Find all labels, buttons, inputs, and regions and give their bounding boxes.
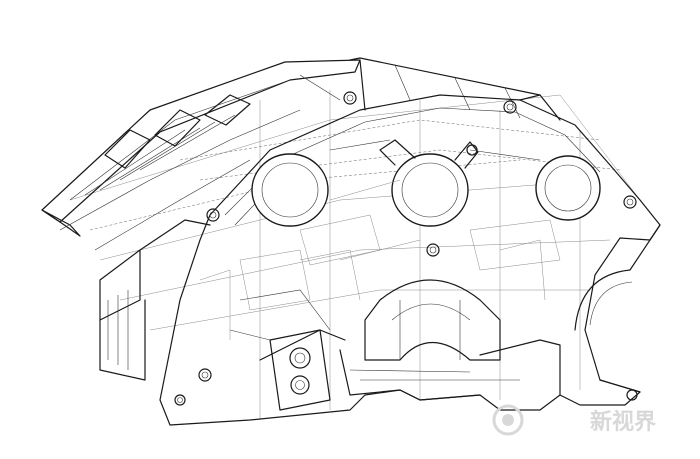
- watermark-logo-icon: [492, 404, 524, 436]
- main-bearing: [339, 279, 561, 401]
- bore-left: [251, 153, 329, 227]
- construction-lines: [69, 90, 641, 420]
- lower-boss: [229, 289, 346, 411]
- watermark: 新视界: [492, 404, 656, 436]
- bore-right: [535, 155, 601, 221]
- bolt-holes: [174, 91, 638, 406]
- cylinder-bores: [251, 139, 601, 227]
- interior-detail: [199, 179, 561, 340]
- right-arch: [574, 224, 661, 393]
- watermark-text: 新视界: [590, 409, 656, 435]
- front-plate: [159, 57, 661, 426]
- left-cylinder-bank: [41, 59, 361, 381]
- bore-center: [391, 153, 469, 227]
